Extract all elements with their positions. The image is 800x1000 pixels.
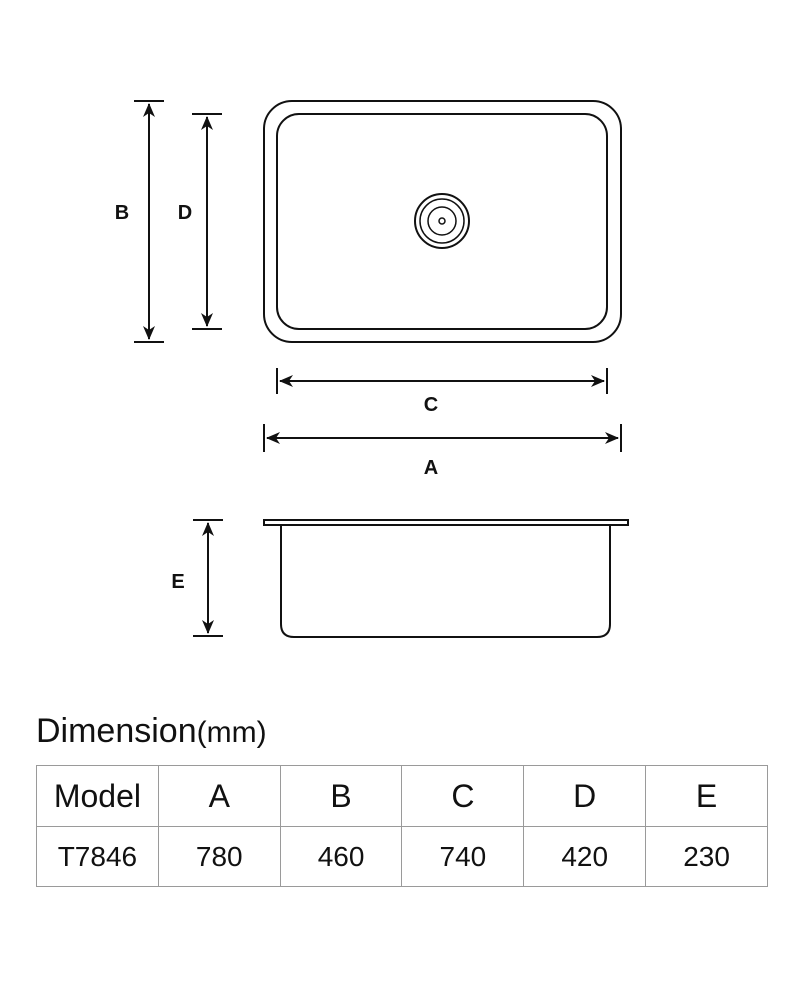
dimension-title: Dimension(mm) — [36, 712, 267, 751]
header-c: C — [401, 765, 525, 827]
sink-bowl-profile — [280, 525, 611, 638]
dimension-a-label: A — [424, 457, 438, 479]
dimension-c-label: C — [424, 394, 438, 416]
sink-side-view — [263, 519, 629, 638]
dimension-d — [192, 113, 222, 330]
cell-model: T7846 — [36, 826, 159, 887]
cell-e: 230 — [645, 826, 768, 887]
header-b: B — [279, 765, 403, 827]
sink-technical-drawing: B D C A E — [115, 100, 629, 638]
dimension-b — [134, 100, 164, 343]
table-header-row: Model A B C D E — [36, 765, 768, 827]
dimension-a — [263, 424, 622, 452]
dimension-table: Model A B C D E T7846 780 460 740 420 23… — [36, 765, 768, 887]
drain-icon — [414, 193, 470, 249]
cell-a: 780 — [157, 826, 281, 887]
header-a: A — [157, 765, 281, 827]
cell-c: 740 — [401, 826, 525, 887]
cell-d: 420 — [523, 826, 647, 887]
sink-flange — [263, 519, 629, 526]
dimension-e — [193, 519, 223, 637]
table-row: T7846 780 460 740 420 230 — [36, 826, 768, 887]
dimension-b-label: B — [115, 202, 129, 224]
cell-b: 460 — [279, 826, 403, 887]
sink-outer-rim — [263, 100, 622, 343]
header-model: Model — [36, 765, 159, 827]
dimension-unit: (mm) — [196, 716, 267, 749]
dimension-title-text: Dimension — [36, 712, 197, 750]
header-d: D — [523, 765, 647, 827]
dimension-d-label: D — [178, 202, 192, 224]
dimension-e-label: E — [171, 571, 184, 593]
sink-inner-basin — [276, 113, 608, 330]
sink-top-view — [263, 100, 622, 343]
header-e: E — [645, 765, 768, 827]
dimension-c — [276, 368, 608, 394]
